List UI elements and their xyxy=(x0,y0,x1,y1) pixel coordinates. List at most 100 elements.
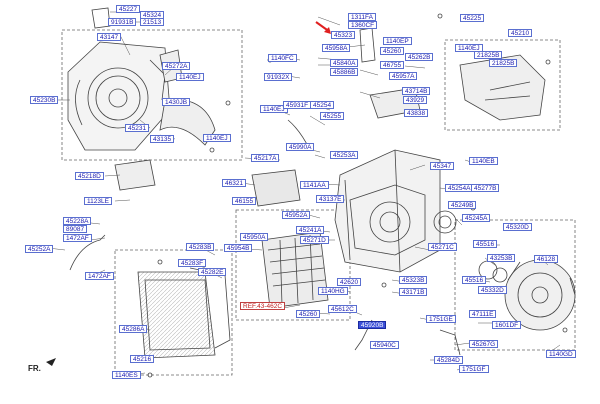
part-label-21825B-b[interactable]: 21825B xyxy=(489,59,518,67)
part-label-45886B[interactable]: 45886B xyxy=(330,68,359,76)
part-label-45957A[interactable]: 45957A xyxy=(389,72,418,80)
part-label-45840A[interactable]: 45840A xyxy=(330,59,359,67)
part-label-1123LE[interactable]: 1123LE xyxy=(84,197,112,205)
part-label-1601DF[interactable]: 1601DF xyxy=(492,321,522,329)
converter-housing xyxy=(67,41,171,151)
part-label-45516-a[interactable]: 45516 xyxy=(473,240,498,248)
part-label-45260-b[interactable]: 45260 xyxy=(296,310,321,318)
part-label-45283F[interactable]: 45283F xyxy=(178,259,207,267)
part-label-45920B-highlighted[interactable]: 45920B xyxy=(358,321,387,329)
part-label-45286A[interactable]: 45286A xyxy=(119,325,148,333)
part-label-45952A[interactable]: 45952A xyxy=(282,211,311,219)
bolt-1 xyxy=(225,100,231,106)
part-label-91932X[interactable]: 91932X xyxy=(264,73,293,81)
part-label-1472AF-a[interactable]: 1472AF xyxy=(63,234,92,242)
part-label-45284D[interactable]: 45284D xyxy=(434,356,463,364)
part-label-45277B[interactable]: 45277B xyxy=(471,184,500,192)
part-label-43714B[interactable]: 43714B xyxy=(402,87,431,95)
part-label-47111E[interactable]: 47111E xyxy=(469,310,497,318)
part-label-45990A[interactable]: 45990A xyxy=(286,143,315,151)
part-label-43929[interactable]: 43929 xyxy=(403,96,428,104)
part-label-ref-43-462c[interactable]: REF.43-462C xyxy=(240,302,286,310)
part-label-46128[interactable]: 46128 xyxy=(534,255,559,263)
part-label-45282E[interactable]: 45282E xyxy=(198,268,227,276)
part-label-45253A[interactable]: 45253A xyxy=(330,151,359,159)
part-label-45332D[interactable]: 45332D xyxy=(478,286,507,294)
part-label-45217A[interactable]: 45217A xyxy=(251,154,280,162)
part-label-45954B[interactable]: 45954B xyxy=(224,244,253,252)
part-label-43147[interactable]: 43147 xyxy=(97,33,122,41)
sensor-bracket-top xyxy=(91,7,111,29)
part-label-1751GF[interactable]: 1751GF xyxy=(459,365,489,373)
part-label-21513[interactable]: 21513 xyxy=(140,18,165,26)
part-label-45210[interactable]: 45210 xyxy=(508,29,533,37)
part-label-1140EB[interactable]: 1140EB xyxy=(469,157,498,165)
part-label-43253B[interactable]: 43253B xyxy=(487,254,516,262)
part-label-45940C[interactable]: 45940C xyxy=(370,341,399,349)
part-label-46155[interactable]: 46155 xyxy=(232,197,257,205)
part-label-45272A[interactable]: 45272A xyxy=(162,62,191,70)
part-label-45283B[interactable]: 45283B xyxy=(186,243,215,251)
part-label-89087[interactable]: 89087 xyxy=(63,225,88,233)
part-label-1140EJ-d[interactable]: 1140EJ xyxy=(260,105,288,113)
part-label-43171B[interactable]: 43171B xyxy=(399,288,428,296)
part-label-45228A[interactable]: 45228A xyxy=(63,217,92,225)
part-label-45249B[interactable]: 45249B xyxy=(448,201,477,209)
part-label-45227[interactable]: 45227 xyxy=(116,5,141,13)
bolt-10 xyxy=(437,13,443,19)
part-label-45347[interactable]: 45347 xyxy=(430,162,455,170)
part-label-91931B[interactable]: 91931B xyxy=(108,18,137,26)
part-label-45516-b[interactable]: 45516 xyxy=(462,276,487,284)
part-label-45218D[interactable]: 45218D xyxy=(75,172,104,180)
bolt-5 xyxy=(545,59,551,65)
part-label-45241A[interactable]: 45241A xyxy=(296,226,325,234)
part-label-45958A[interactable]: 45958A xyxy=(322,44,351,52)
part-label-43137E[interactable]: 43137E xyxy=(316,195,345,203)
part-label-45254A[interactable]: 45254A xyxy=(445,184,474,192)
part-label-45323[interactable]: 45323 xyxy=(331,31,356,39)
bolt-8 xyxy=(147,372,153,378)
part-label-45931F[interactable]: 45931F xyxy=(283,101,312,109)
part-label-1430JB[interactable]: 1430JB xyxy=(162,98,191,106)
part-label-46755[interactable]: 46755 xyxy=(380,61,405,69)
part-label-1140EJ-b[interactable]: 1140EJ xyxy=(203,134,231,142)
part-label-45950A[interactable]: 45950A xyxy=(240,233,269,241)
part-label-45230B[interactable]: 45230B xyxy=(30,96,59,104)
part-label-1140EP[interactable]: 1140EP xyxy=(383,37,412,45)
part-label-45254[interactable]: 45254 xyxy=(310,101,335,109)
front-direction-arrow xyxy=(46,358,56,366)
part-label-45255[interactable]: 45255 xyxy=(320,112,345,120)
part-label-21825B-a[interactable]: 21825B xyxy=(474,51,503,59)
group-box-valve-body xyxy=(235,209,351,321)
part-label-45262B[interactable]: 45262B xyxy=(405,53,434,61)
part-label-45267G[interactable]: 45267G xyxy=(469,340,499,348)
part-label-1141AA[interactable]: 1141AA xyxy=(300,181,329,189)
part-label-1472AF-b[interactable]: 1472AF xyxy=(85,272,114,280)
part-label-1140GD[interactable]: 1140GD xyxy=(546,350,576,358)
part-label-45231[interactable]: 45231 xyxy=(125,124,150,132)
part-label-1140EJ-c[interactable]: 1140EJ xyxy=(455,44,483,52)
part-label-42620[interactable]: 42620 xyxy=(337,278,362,286)
part-label-1360CF[interactable]: 1360CF xyxy=(348,21,378,29)
part-label-45216[interactable]: 45216 xyxy=(130,355,155,363)
part-label-45271C[interactable]: 45271C xyxy=(428,243,457,251)
part-label-1140FC[interactable]: 1140FC xyxy=(268,54,297,62)
part-label-45271D[interactable]: 45271D xyxy=(300,236,329,244)
oil-seal-inner xyxy=(438,215,452,229)
part-label-45320D[interactable]: 45320D xyxy=(503,223,532,231)
part-label-43135[interactable]: 43135 xyxy=(150,135,175,143)
part-label-46321[interactable]: 46321 xyxy=(222,179,247,187)
part-label-45260[interactable]: 45260 xyxy=(380,47,405,55)
part-label-45252A[interactable]: 45252A xyxy=(25,245,54,253)
part-label-45612C[interactable]: 45612C xyxy=(328,305,357,313)
part-label-45323B[interactable]: 45323B xyxy=(399,276,428,284)
part-label-1140EJ-a[interactable]: 1140EJ xyxy=(176,73,204,81)
part-label-43838[interactable]: 43838 xyxy=(404,109,429,117)
part-label-1751GE[interactable]: 1751GE xyxy=(426,315,456,323)
part-label-1140ES[interactable]: 1140ES xyxy=(112,371,141,379)
part-label-45245A[interactable]: 45245A xyxy=(462,214,491,222)
part-label-1140HG[interactable]: 1140HG xyxy=(318,287,348,295)
oil-pan xyxy=(137,271,216,359)
part-label-45225[interactable]: 45225 xyxy=(460,14,485,22)
part-label-1311FA[interactable]: 1311FA xyxy=(348,13,376,21)
